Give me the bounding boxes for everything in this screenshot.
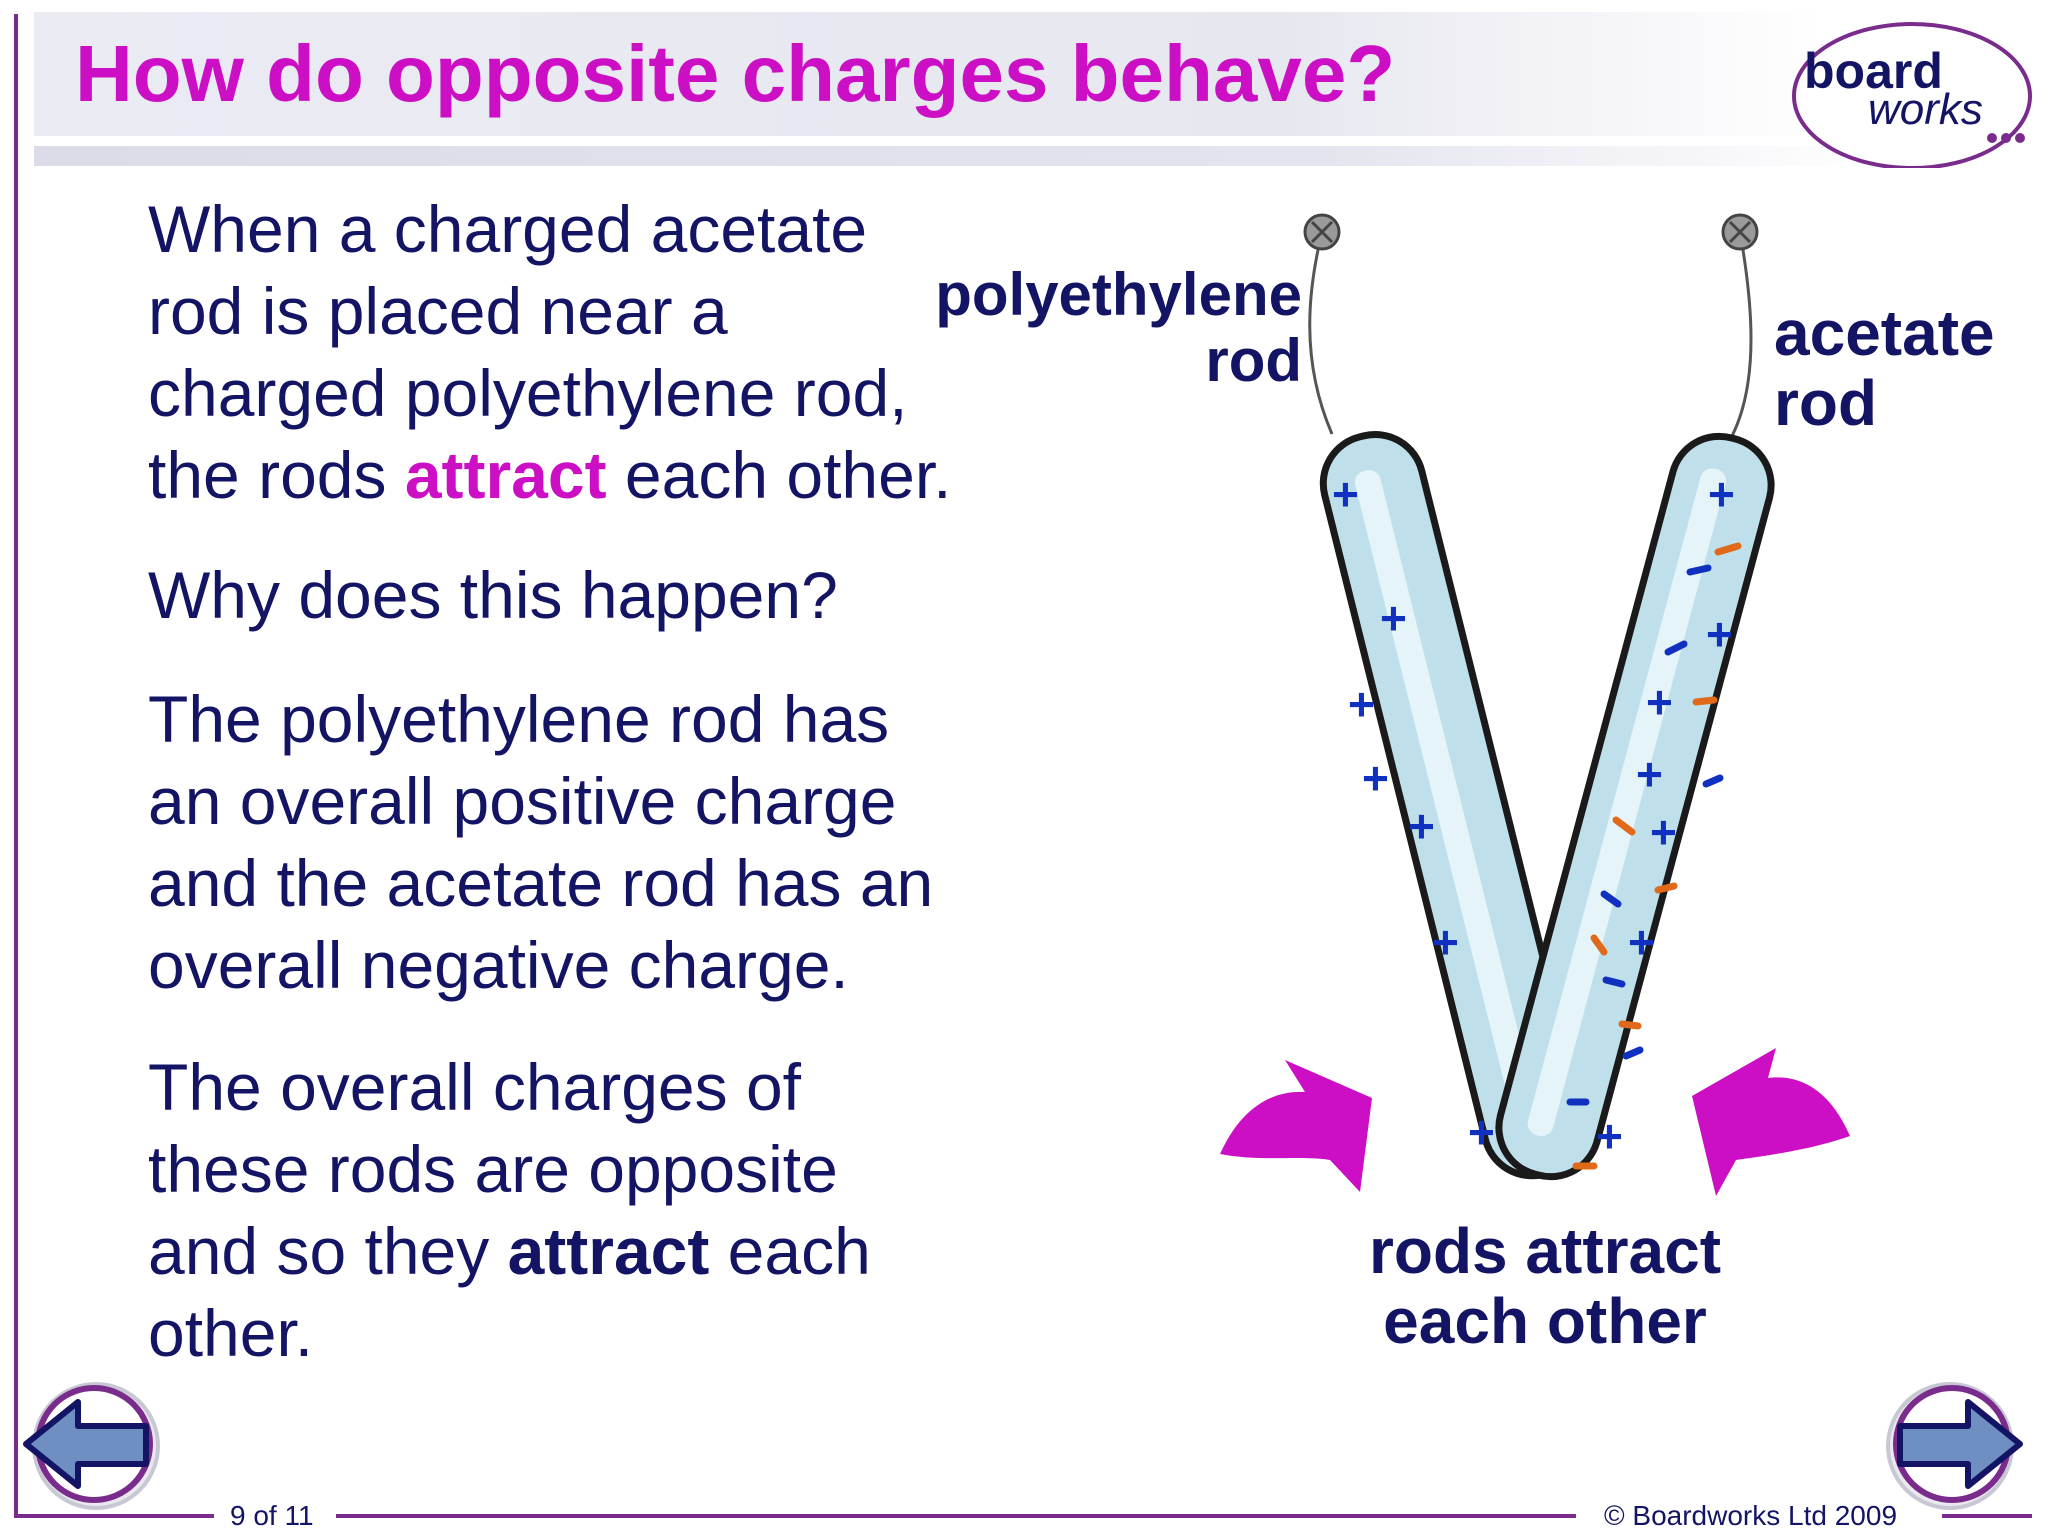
left-hook-icon bbox=[1303, 213, 1341, 251]
paragraph-4-line: and so they attract each bbox=[148, 1210, 1008, 1292]
copyright: © Boardworks Ltd 2009 bbox=[1604, 1500, 1898, 1531]
plus-charge-icon: + bbox=[1596, 1110, 1623, 1162]
plus-charge-icon: + bbox=[1646, 676, 1673, 728]
plus-charge-icon: + bbox=[1408, 800, 1435, 852]
plus-charge-icon: + bbox=[1432, 916, 1459, 968]
left-string bbox=[1308, 231, 1334, 435]
title-band bbox=[34, 12, 1824, 136]
label-line: rod bbox=[1205, 327, 1302, 394]
left-attraction-arrow-icon bbox=[1220, 1060, 1372, 1192]
slide-title: How do opposite charges behave? bbox=[75, 29, 1396, 118]
boardworks-logo: board works bbox=[1792, 22, 2032, 168]
minus-charge-icon bbox=[1714, 542, 1742, 556]
plus-charge-icon: + bbox=[1348, 678, 1375, 730]
minus-charge-icon bbox=[1654, 882, 1678, 894]
acetate-rod bbox=[1495, 432, 1775, 1181]
paragraph-3-line: an overall positive charge bbox=[148, 764, 897, 838]
paragraph-1-line: rod is placed near a bbox=[148, 274, 728, 348]
minus-charge-icon bbox=[1686, 564, 1712, 576]
highlight-attract: attract bbox=[404, 438, 607, 512]
caption-line: rods attract bbox=[1368, 1215, 1722, 1287]
caption-rods-attract: rods attract each other bbox=[1300, 1216, 1790, 1357]
minus-charge-icon bbox=[1612, 816, 1636, 836]
paragraph-3-line: The polyethylene rod has bbox=[148, 682, 890, 756]
logo-text-board: board bbox=[1804, 43, 1943, 99]
label-line: rod bbox=[1774, 367, 1878, 440]
page-number: 9 of 11 bbox=[230, 1500, 314, 1531]
minus-charges bbox=[1566, 542, 1742, 1170]
paragraph-3-line: and the acetate rod has an bbox=[148, 846, 934, 920]
minus-charge-icon bbox=[1602, 976, 1626, 988]
paragraph-1-line: the rods attract each other. bbox=[148, 434, 1008, 516]
paragraph-4-line: other. bbox=[148, 1296, 314, 1370]
paragraph-4-line: The overall charges of bbox=[148, 1050, 802, 1124]
plus-charge-icon: + bbox=[1636, 748, 1663, 800]
title-underline-band bbox=[34, 146, 1874, 166]
slide-frame-bottom bbox=[336, 1514, 1576, 1518]
left-arrow-icon bbox=[23, 1399, 149, 1489]
minus-charge-icon bbox=[1618, 1020, 1642, 1030]
paragraph-4-line: these rods are opposite bbox=[148, 1132, 838, 1206]
caption-line: each other bbox=[1383, 1285, 1707, 1358]
left-rod-charges: + + + + + + + bbox=[1332, 468, 1495, 1158]
plus-charge-icon: + bbox=[1468, 1106, 1495, 1158]
plus-charge-icon: + bbox=[1332, 468, 1359, 520]
next-slide-button[interactable] bbox=[1886, 1380, 2036, 1510]
prev-slide-button[interactable] bbox=[10, 1380, 160, 1510]
plus-charge-icon: + bbox=[1650, 806, 1677, 858]
label-line: polyethylene bbox=[935, 261, 1302, 328]
minus-charge-icon bbox=[1590, 934, 1608, 956]
text-run: the rods bbox=[148, 438, 405, 512]
minus-charge-icon bbox=[1664, 640, 1688, 656]
paragraph-1-line: charged polyethylene rod, bbox=[148, 356, 908, 430]
plus-charge-icon: + bbox=[1706, 608, 1733, 660]
paragraph-3: The polyethylene rod has an overall posi… bbox=[148, 678, 1008, 1006]
minus-charge-icon bbox=[1692, 696, 1718, 706]
paragraph-1: When a charged acetate rod is placed nea… bbox=[148, 188, 1008, 516]
right-arrow-icon bbox=[1897, 1399, 2023, 1489]
polyethylene-rod bbox=[1319, 431, 1588, 1180]
label-polyethylene-rod: polyethylene rod bbox=[920, 262, 1302, 394]
label-acetate-rod: acetate rod bbox=[1774, 298, 1995, 439]
paragraph-1-line: When a charged acetate bbox=[148, 192, 868, 266]
text-run: and so they bbox=[148, 1214, 508, 1288]
minus-charge-icon bbox=[1702, 774, 1724, 788]
plus-charge-icon: + bbox=[1362, 752, 1389, 804]
paragraph-4: The overall charges of these rods are op… bbox=[148, 1046, 1008, 1374]
label-line: acetate bbox=[1774, 297, 1995, 369]
text-run: each other. bbox=[606, 438, 952, 512]
paragraph-3-line: overall negative charge. bbox=[148, 928, 849, 1002]
slide-frame-bottom bbox=[14, 1514, 214, 1518]
plus-charge-icon: + bbox=[1708, 468, 1735, 520]
logo-text-works: works bbox=[1868, 85, 1983, 134]
plus-charge-icon: + bbox=[1380, 592, 1407, 644]
right-attraction-arrow-icon bbox=[1692, 1048, 1850, 1196]
right-string bbox=[1730, 231, 1753, 437]
minus-charge-icon bbox=[1622, 1046, 1644, 1060]
paragraph-2: Why does this happen? bbox=[148, 558, 838, 632]
minus-charge-icon bbox=[1600, 890, 1622, 908]
right-rod-charges: + + + + + + + bbox=[1596, 468, 1735, 1162]
bold-attract: attract bbox=[507, 1214, 710, 1288]
plus-charge-icon: + bbox=[1628, 916, 1655, 968]
right-hook-icon bbox=[1721, 213, 1759, 251]
slide-frame-bottom bbox=[1942, 1514, 2032, 1518]
slide-frame-left bbox=[14, 14, 18, 1514]
text-run: each bbox=[709, 1214, 871, 1288]
